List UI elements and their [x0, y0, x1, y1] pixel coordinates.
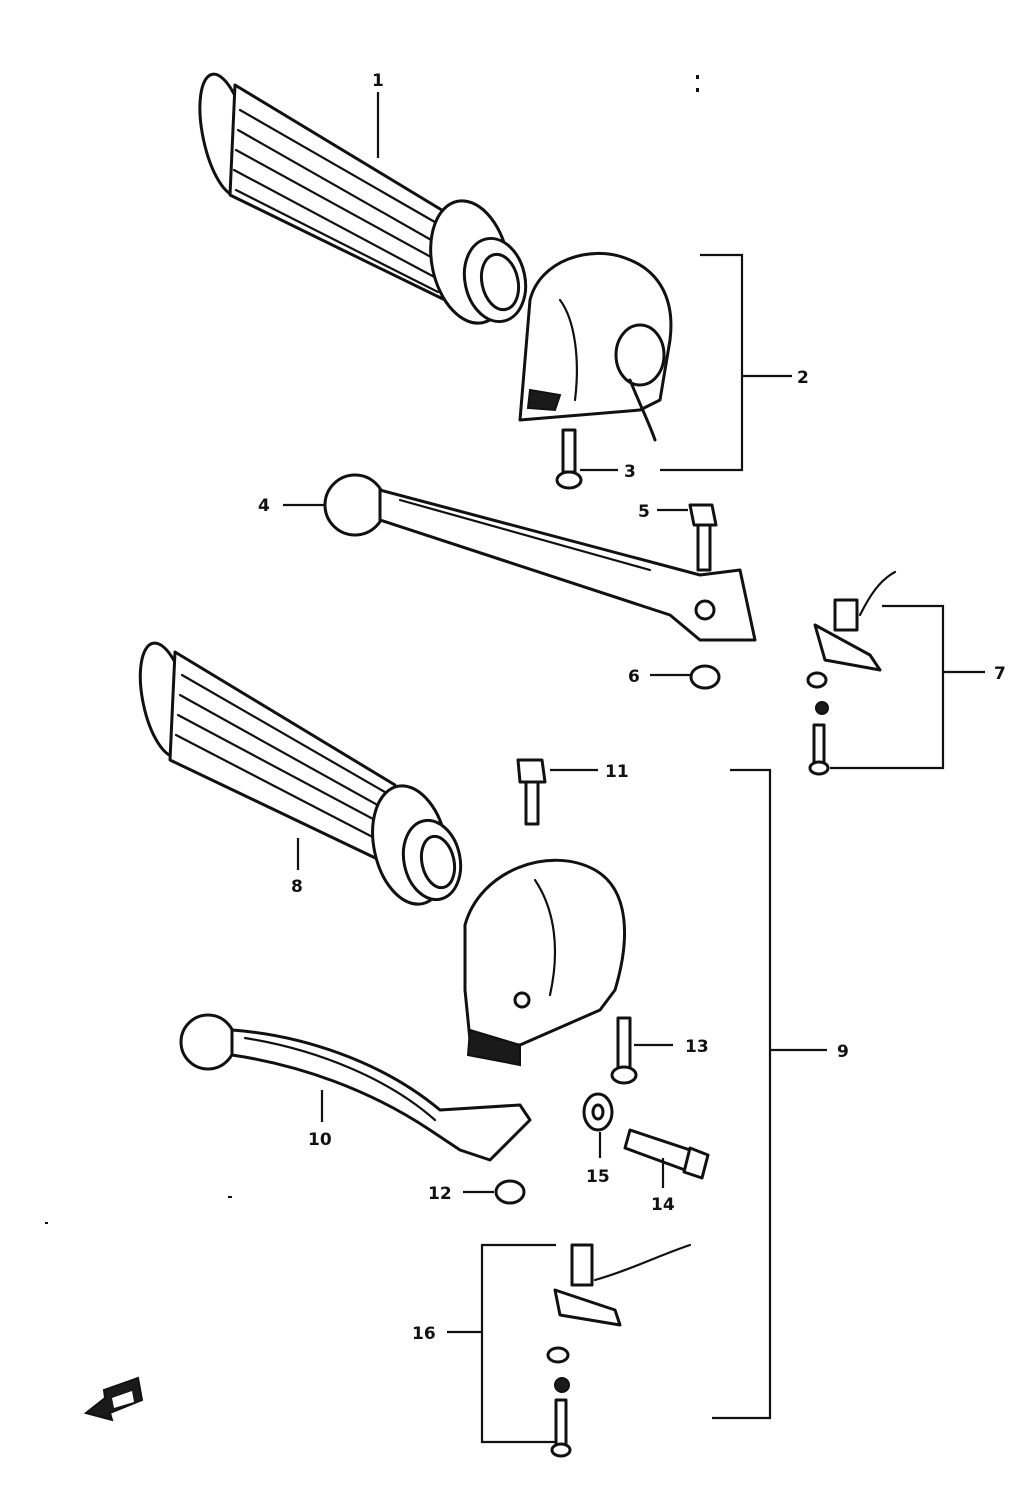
left-lever-nut[interactable] [494, 1179, 526, 1205]
callout-13: 13 [685, 1037, 709, 1057]
callout-6: 6 [628, 667, 640, 687]
right-brake-lever[interactable] [323, 473, 757, 642]
callout-10: 10 [308, 1130, 332, 1150]
cable-adjuster[interactable] [623, 1128, 710, 1180]
left-clutch-lever[interactable] [179, 1013, 532, 1162]
clutch-switch-left[interactable] [546, 1243, 692, 1458]
callout-labels: 1 2 3 4 5 6 7 8 9 10 11 12 13 14 15 16 [258, 71, 1006, 1344]
callout-7: 7 [994, 664, 1006, 684]
callout-5: 5 [638, 502, 650, 522]
brake-light-switch-right[interactable] [806, 570, 897, 776]
callout-15: 15 [586, 1167, 610, 1187]
right-lever-nut[interactable] [689, 664, 721, 690]
callout-8: 8 [291, 877, 303, 897]
callout-3: 3 [624, 462, 636, 482]
callout-14: 14 [651, 1195, 675, 1215]
callout-4: 4 [258, 496, 270, 516]
callout-9: 9 [837, 1042, 849, 1062]
callout-1: 1 [372, 71, 384, 91]
callout-11: 11 [605, 762, 629, 782]
right-lever-pivot-bolt[interactable] [688, 503, 718, 572]
callout-2: 2 [797, 368, 809, 388]
callout-16: 16 [412, 1324, 436, 1344]
scan-marks [45, 75, 699, 1224]
right-housing-screw[interactable] [555, 428, 583, 490]
adjuster-washer[interactable] [582, 1092, 614, 1132]
left-lever-holder[interactable] [463, 858, 626, 1067]
callout-12: 12 [428, 1184, 452, 1204]
left-lever-pivot-bolt[interactable] [516, 758, 547, 826]
front-direction-arrow-icon [83, 1376, 144, 1422]
left-grip[interactable] [131, 639, 467, 911]
right-switch-housing[interactable] [518, 251, 673, 442]
right-grip[interactable] [191, 70, 533, 331]
left-holder-screw[interactable] [610, 1016, 638, 1085]
leader-lines [283, 92, 985, 1444]
